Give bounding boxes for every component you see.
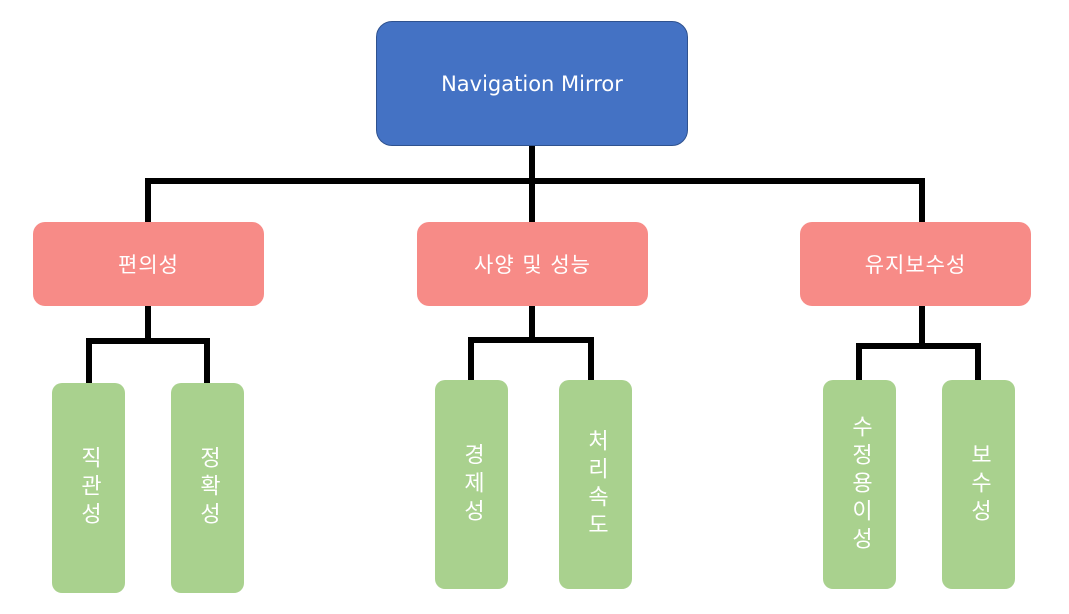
leaf-node-label: 직관성 — [76, 446, 102, 530]
leaf-node-label: 처리속도 — [583, 428, 609, 541]
leaf-node-label: 경제성 — [459, 442, 485, 527]
root-node: Navigation Mirror — [376, 21, 688, 146]
leaf-node-ease-of-modification: 수정용이성 — [823, 380, 896, 589]
leaf-node-label: 정확성 — [195, 446, 221, 530]
category-node-label: 사양 및 성능 — [474, 253, 591, 277]
leaf-node-label: 수정용이성 — [847, 414, 873, 555]
category-node-label: 편의성 — [118, 253, 179, 277]
leaf-node-processing-speed: 처리속도 — [559, 380, 632, 589]
leaf-node-economy: 경제성 — [435, 380, 508, 589]
root-node-label: Navigation Mirror — [441, 71, 623, 96]
category-node-label: 유지보수성 — [864, 253, 967, 277]
category-node-maintainability: 유지보수성 — [800, 222, 1031, 306]
category-node-convenience: 편의성 — [33, 222, 264, 306]
leaf-node-label: 보수성 — [966, 442, 992, 527]
leaf-node-repairability: 보수성 — [942, 380, 1015, 589]
category-node-specs-performance: 사양 및 성능 — [417, 222, 648, 306]
leaf-node-intuitiveness: 직관성 — [52, 383, 125, 593]
leaf-node-accuracy: 정확성 — [171, 383, 244, 593]
